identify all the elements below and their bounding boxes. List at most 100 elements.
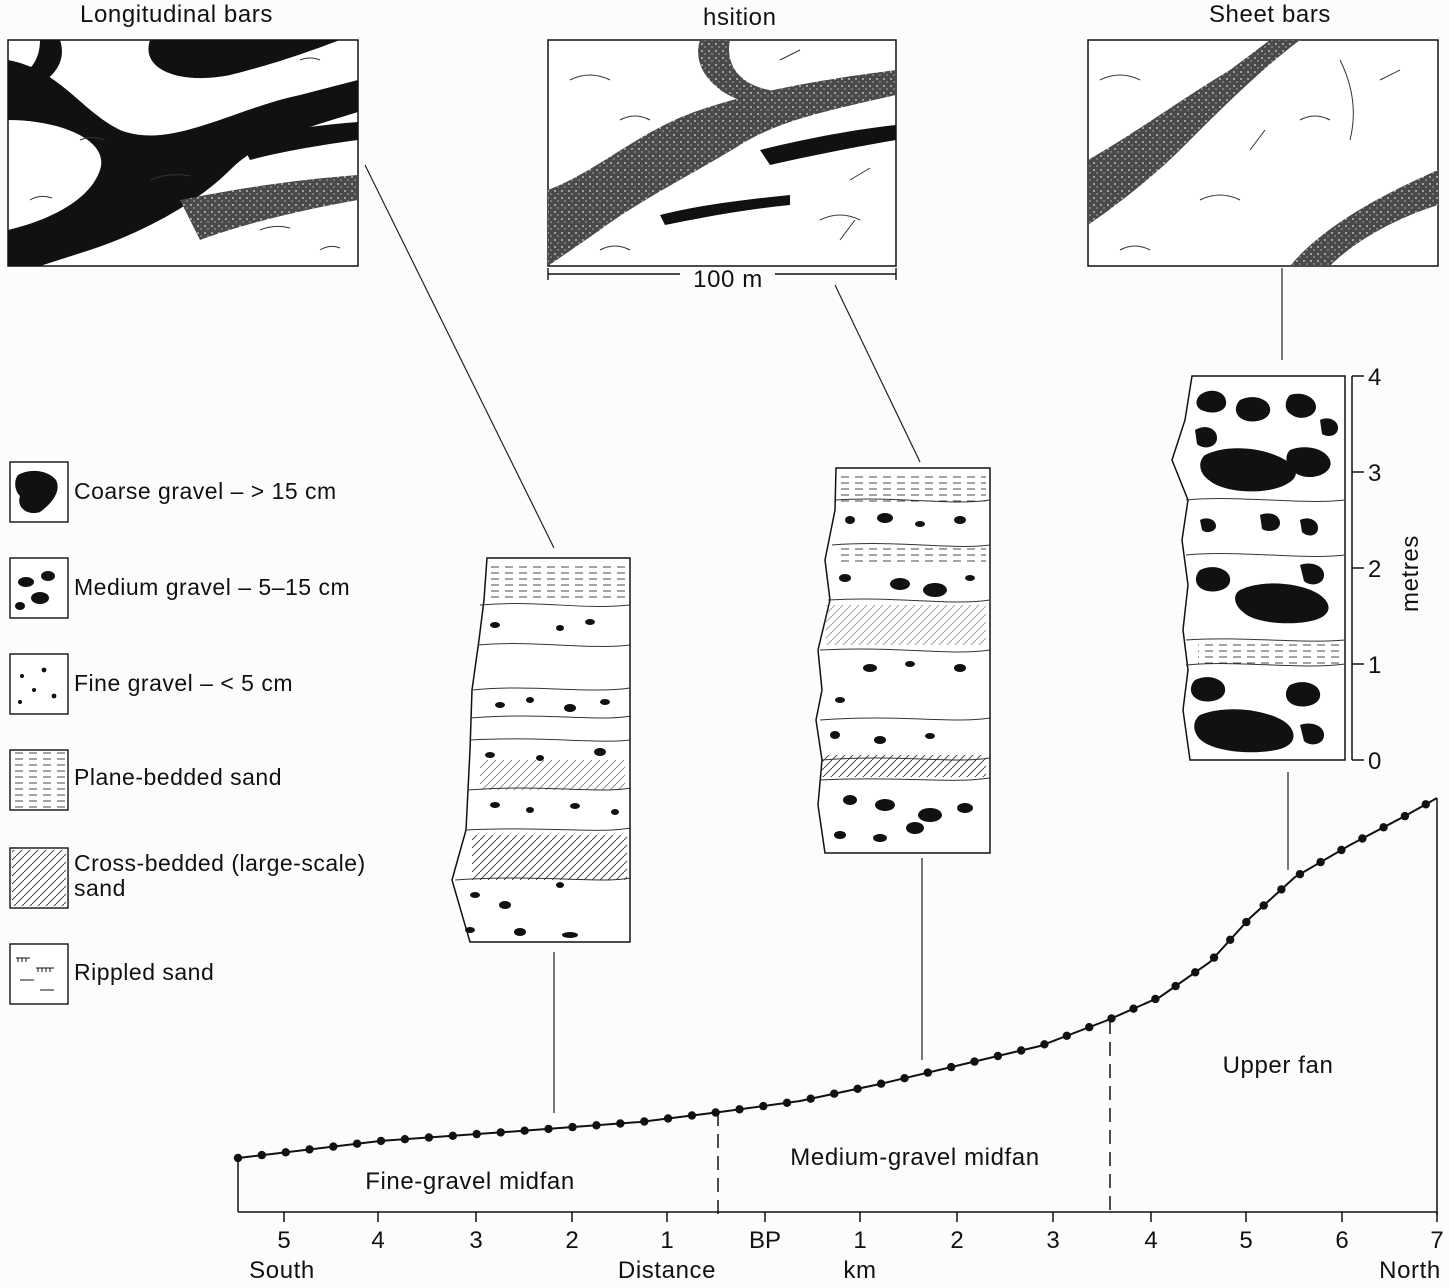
legend-item-coarse: Coarse gravel – > 15 cm (9, 461, 336, 523)
profile-marker (305, 1145, 314, 1154)
panel-longitudinal-bars: Longitudinal bars (7, 1, 359, 267)
axis-tick-north-3: 3 (1046, 1227, 1059, 1254)
profile-marker (400, 1135, 410, 1144)
profile-marker (853, 1084, 862, 1094)
panel-sheet-bars: Sheet bars (1087, 1, 1439, 267)
profile-marker (1085, 1022, 1094, 1032)
axis-label-north: North (1379, 1257, 1441, 1284)
profile-marker (1242, 917, 1251, 927)
profile-marker (448, 1131, 457, 1141)
distance-axis: 5 4 3 2 1 BP 1 2 3 4 5 6 7 South Distanc… (238, 1211, 1444, 1284)
axis-tick-north-2: 2 (950, 1227, 963, 1254)
metres-scale: 0 1 2 3 4 metres (1351, 364, 1424, 775)
legend-item-ripple: Rippled sand (9, 943, 214, 1005)
profile-marker (782, 1098, 792, 1108)
axis-label-south: South (249, 1257, 315, 1284)
profile-marker (993, 1051, 1003, 1061)
panel-middle-title: hsition (703, 4, 777, 31)
profile-marker (1421, 800, 1431, 809)
axis-tick-north-1: 1 (853, 1227, 866, 1254)
scale-bar: 100 m (547, 266, 897, 293)
profile-marker (947, 1062, 956, 1072)
profile-marker (329, 1142, 338, 1151)
profile-marker (1295, 870, 1305, 879)
profile-marker (640, 1117, 649, 1126)
connector-lines (364, 164, 1289, 1113)
metres-tick-3: 3 (1368, 460, 1381, 487)
axis-tick-bp: BP (749, 1227, 781, 1254)
profile-marker (1151, 994, 1160, 1004)
scale-bar-label: 100 m (693, 266, 763, 293)
profile-marker (876, 1079, 886, 1088)
profile-marker (806, 1094, 815, 1103)
metres-tick-4: 4 (1368, 364, 1381, 391)
profile-marker (970, 1057, 979, 1066)
legend-label-cross-2: sand (74, 875, 126, 901)
profile-marker (281, 1148, 290, 1157)
column-right: 0 1 2 3 4 metres (1171, 364, 1424, 775)
axis-tick-north-4: 4 (1144, 1227, 1157, 1254)
profile-marker (496, 1128, 505, 1137)
panel-right-title: Sheet bars (1209, 1, 1331, 28)
profile-marker (1107, 1014, 1116, 1023)
axis-tick-north-6: 6 (1335, 1227, 1348, 1254)
profile-marker (616, 1119, 625, 1128)
profile-marker (923, 1068, 932, 1077)
legend: Coarse gravel – > 15 cm Medium gravel – … (9, 461, 366, 1005)
fan-profile: Fine-gravel midfan Medium-gravel midfan … (233, 797, 1438, 1215)
profile-marker (687, 1111, 697, 1120)
profile-marker (1191, 968, 1200, 977)
metres-tick-2: 2 (1368, 556, 1381, 583)
axis-tick-south-1: 1 (660, 1227, 673, 1254)
legend-label-cross: Cross-bedded (large-scale) (74, 850, 366, 876)
axis-tick-south-3: 3 (469, 1227, 482, 1254)
profile-marker (568, 1122, 577, 1132)
axis-tick-south-4: 4 (371, 1227, 384, 1254)
column-left (451, 557, 631, 943)
panel-left-title: Longitudinal bars (80, 1, 273, 28)
metres-unit-label: metres (1397, 535, 1424, 612)
axis-tick-south-2: 2 (565, 1227, 578, 1254)
legend-item-fine: Fine gravel – < 5 cm (9, 653, 293, 715)
profile-marker (1379, 823, 1388, 832)
profile-marker (1040, 1040, 1049, 1049)
profile-marker (1316, 857, 1325, 867)
profile-marker (1129, 1004, 1138, 1013)
zone-upper-fan: Upper fan (1223, 1052, 1334, 1079)
profile-marker (1062, 1031, 1072, 1041)
legend-item-cross: Cross-bedded (large-scale) sand (9, 847, 366, 909)
profile-markers (233, 800, 1431, 1163)
profile-marker (1277, 885, 1286, 894)
legend-item-plane: Plane-bedded sand (9, 749, 282, 811)
profile-marker (257, 1150, 266, 1160)
metres-tick-0: 0 (1368, 748, 1381, 775)
axis-label-km: km (843, 1257, 876, 1284)
profile-marker (759, 1101, 768, 1111)
profile-marker (1209, 953, 1219, 962)
profile-marker (830, 1089, 839, 1098)
profile-marker (592, 1121, 601, 1130)
legend-label-medium: Medium gravel – 5–15 cm (74, 574, 350, 600)
profile-marker (376, 1136, 386, 1146)
axis-tick-south-5: 5 (277, 1227, 290, 1254)
profile-marker (1226, 935, 1235, 944)
profile-marker (544, 1124, 553, 1134)
profile-marker (233, 1153, 243, 1163)
profile-marker (735, 1105, 744, 1114)
column-middle (815, 467, 991, 854)
profile-marker (1259, 901, 1268, 910)
legend-label-ripple: Rippled sand (74, 959, 214, 985)
profile-marker (1337, 845, 1346, 855)
panel-transition: hsition 100 m (547, 4, 897, 293)
profile-marker (1358, 834, 1367, 843)
profile-marker (663, 1114, 673, 1123)
profile-marker (900, 1074, 909, 1083)
profile-marker (424, 1133, 434, 1142)
profile-marker (1171, 981, 1180, 991)
legend-item-medium: Medium gravel – 5–15 cm (9, 557, 350, 619)
profile-marker (352, 1139, 362, 1148)
profile-marker (1017, 1046, 1026, 1055)
profile-marker (520, 1126, 529, 1135)
profile-marker (472, 1129, 481, 1139)
